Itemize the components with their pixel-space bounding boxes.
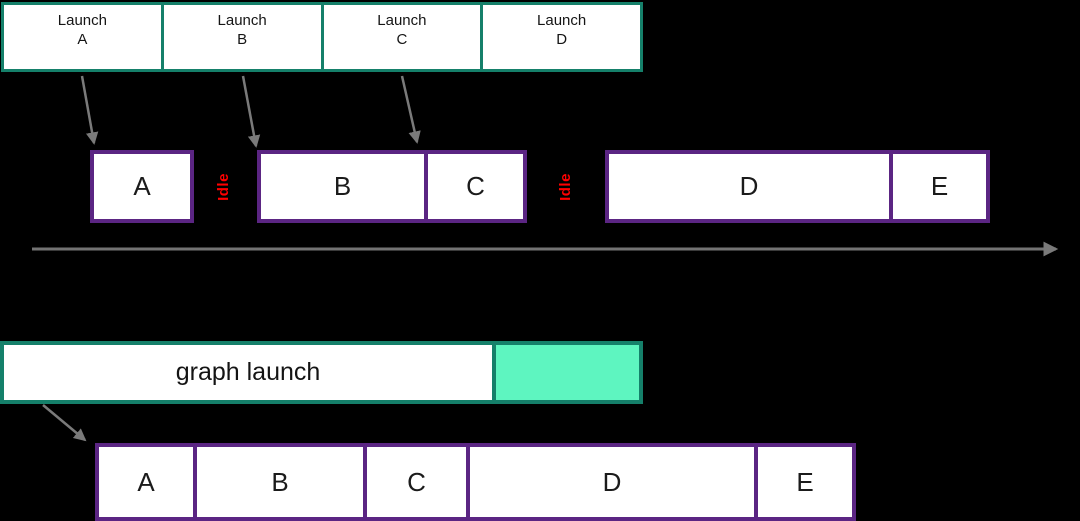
launch-c-label-line2: C [396,31,408,48]
kernel-a-label: A [133,171,151,201]
graph-kernel-a-label: A [137,466,155,497]
launch-d-label-line1: Launch [537,12,587,29]
kernel-box-c: C [424,154,523,219]
launch-cell-a: Launch A [4,5,161,69]
graph-launch-exec-fill [492,345,639,400]
graph-kernel-d-label: D [602,466,622,497]
arrow-launch-b-icon [241,75,261,148]
graph-kernel-b-label: B [271,466,289,497]
kernel-e-label: E [930,171,949,201]
launch-queue: Launch A Launch B Launch C Launch D [1,2,643,72]
idle-2-text: Idle [556,173,574,201]
launch-b-label-line1: Launch [217,12,267,29]
kernel-box-d: D [609,154,889,219]
idle-label-1: Idle [201,165,245,209]
graph-kernel-box-a: A [99,447,193,517]
graph-kernel-box-b: B [193,447,363,517]
launch-a-label-line2: A [77,31,88,48]
graph-kernel-e-label: E [796,466,814,497]
launch-cell-d: Launch D [480,5,640,69]
launch-a-label-line1: Launch [57,12,107,29]
graph-kernel-box-e: E [754,447,852,517]
graph-kernel-box-d: D [466,447,754,517]
kernel-group-bc: B C [257,150,527,223]
arrow-graph-launch-icon [42,404,87,442]
graph-kernel-row: A B C D E [95,443,856,521]
kernel-box-e: E [889,154,986,219]
kernel-b-label: B [333,171,352,201]
launch-cell-b: Launch B [160,5,321,69]
kernel-c-label: C [466,171,485,201]
graph-kernel-c-label: C [407,466,426,497]
kernel-box-b: B [261,154,424,219]
launch-d-label-line2: D [556,31,568,48]
graph-kernel-box-c: C [363,447,466,517]
kernel-d-label: D [739,171,759,201]
kernel-box-a: A [90,150,194,223]
graph-launch-box: graph launch [0,341,643,404]
launch-b-label-line2: B [237,31,248,48]
graph-launch-label: graph launch [4,345,492,400]
launch-c-label-line1: Launch [377,12,427,29]
idle-1-text: Idle [214,173,232,201]
arrow-launch-a-icon [80,75,99,145]
idle-label-2: Idle [543,165,587,209]
kernel-group-de: D E [605,150,990,223]
launch-cell-c: Launch C [320,5,481,69]
arrow-launch-c-icon [400,75,421,144]
